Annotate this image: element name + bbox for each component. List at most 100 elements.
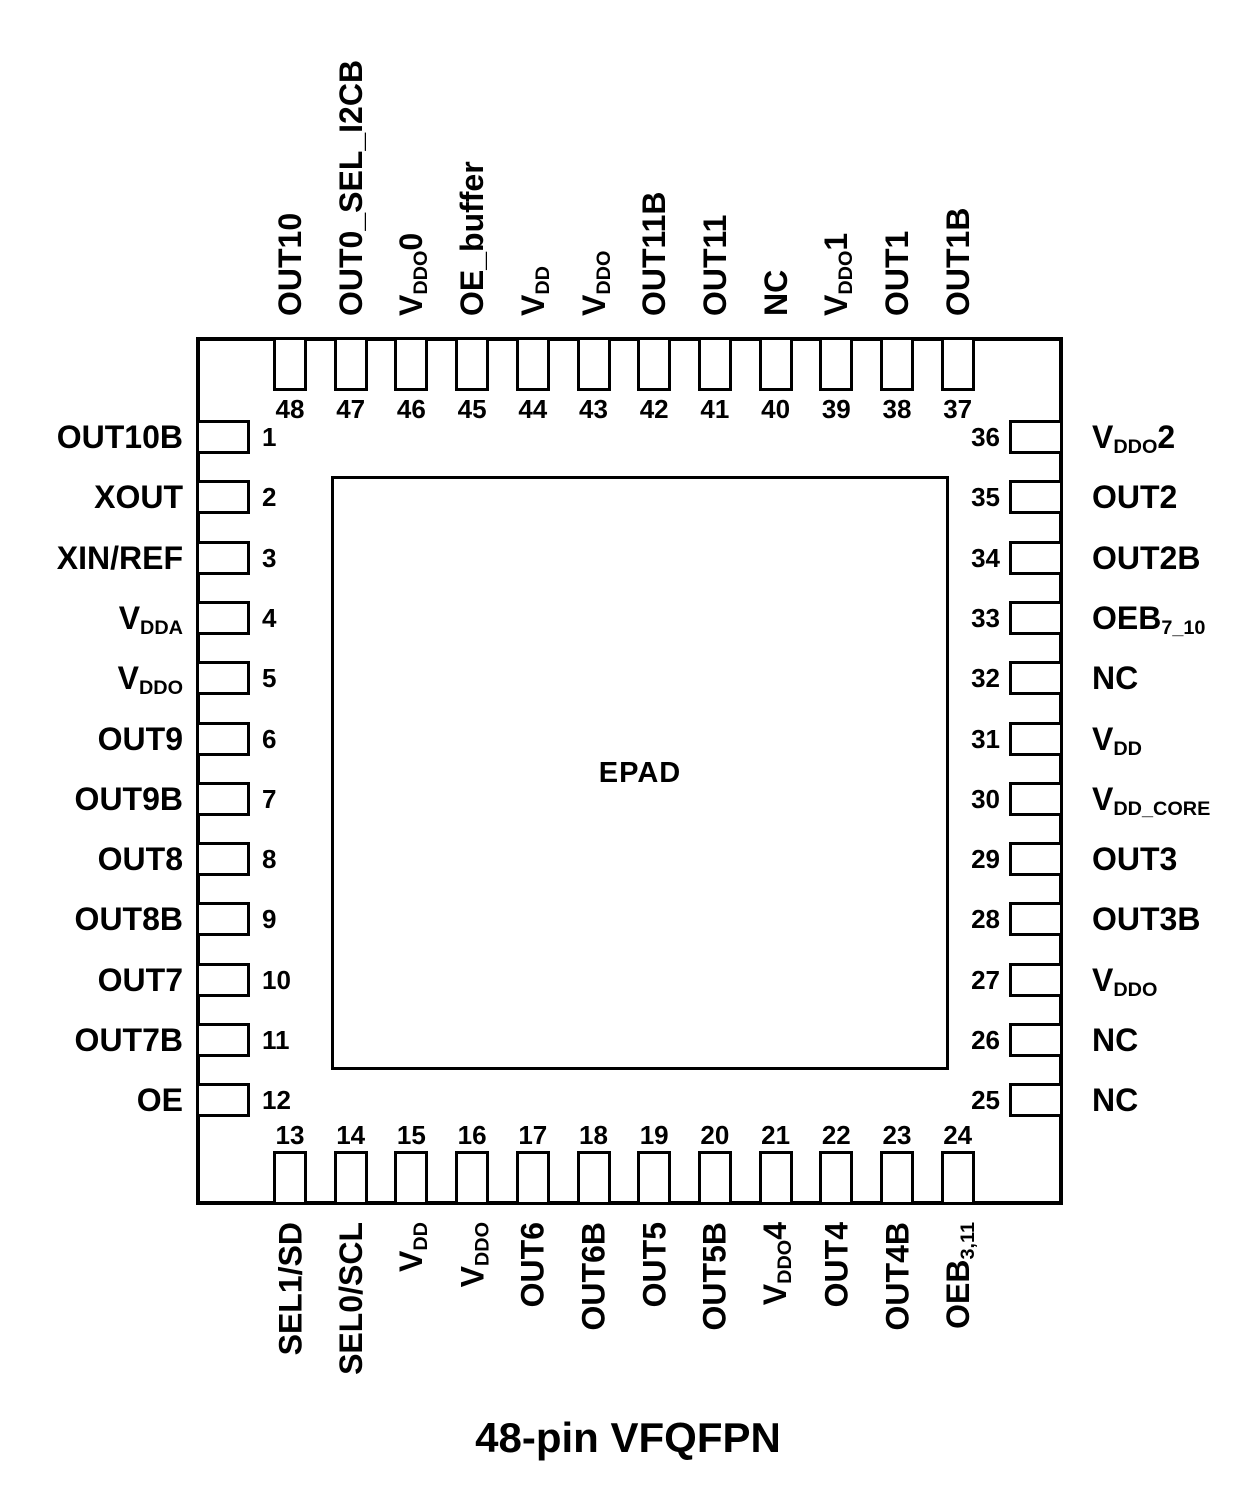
pin-pad-11 [196,1023,250,1057]
pin-label-6: OUT9 [97,720,183,757]
pin-pad-25 [1009,1083,1063,1118]
pin-number-36: 36 [971,422,1000,452]
pin-label-37: OUT1B [939,207,976,316]
pin-number-31: 31 [971,723,1000,754]
pin-pad-1 [196,420,250,454]
pin-number-27: 27 [971,964,1000,995]
pin-pad-32 [1009,661,1063,696]
pin-pad-48 [273,337,307,391]
pin-label-36: VDDO2 [1092,419,1176,458]
pin-pad-41 [697,337,732,391]
pin-label-28: OUT3B [1092,901,1201,938]
pin-label-43: VDDO [575,250,615,316]
epad: EPAD [331,476,949,1070]
pin-number-7: 7 [262,783,277,814]
pin-number-21: 21 [761,1120,791,1150]
pin-pad-46 [394,337,429,391]
pin-label-2: XOUT [94,479,183,516]
pin-number-10: 10 [262,964,291,995]
pin-label-14: SEL0/SCL [332,1222,369,1375]
pin-pad-14 [333,1151,368,1205]
pin-label-32: NC [1092,660,1139,697]
pin-pad-33 [1009,600,1063,635]
pin-number-48: 48 [275,394,305,424]
pin-number-3: 3 [262,542,277,573]
pin-label-9: OUT8B [74,901,183,938]
pin-number-43: 43 [579,394,608,424]
pin-label-25: NC [1092,1082,1139,1119]
pin-pad-28 [1009,902,1063,937]
pin-pad-21 [758,1151,793,1205]
pin-pad-30 [1009,781,1063,816]
pin-pad-39 [819,337,854,391]
pin-number-23: 23 [882,1120,912,1150]
pin-pad-3 [196,540,250,575]
pin-label-22: OUT4 [818,1222,855,1308]
pin-number-38: 38 [882,394,912,424]
pin-pad-27 [1009,962,1063,997]
pin-label-38: OUT1 [879,230,915,316]
pin-number-8: 8 [262,844,277,875]
pin-label-8: OUT8 [97,841,183,878]
pin-label-20: OUT5B [696,1222,733,1331]
pin-pad-37 [940,337,975,391]
pin-pad-9 [196,902,250,937]
pin-pad-29 [1009,842,1063,877]
pin-number-32: 32 [971,663,1000,694]
pin-number-13: 13 [275,1120,305,1150]
pin-pad-19 [637,1151,672,1205]
pin-pad-44 [515,337,550,391]
pin-label-48: OUT10 [272,212,308,316]
pin-number-39: 39 [821,394,851,424]
pin-pad-36 [1009,420,1063,454]
pin-label-12: OE [136,1082,183,1119]
pin-number-5: 5 [262,663,277,694]
pin-number-14: 14 [336,1120,366,1150]
pin-label-13: SEL1/SD [272,1222,308,1356]
pin-label-17: OUT6 [514,1222,551,1308]
pin-pad-34 [1009,540,1063,575]
pin-pad-31 [1009,721,1063,756]
pin-label-15: VDD [393,1222,433,1272]
pin-label-39: VDDO1 [818,232,858,316]
pin-number-33: 33 [971,602,1000,633]
pin-pad-38 [880,337,914,391]
pin-number-18: 18 [579,1120,608,1150]
pin-number-25: 25 [971,1085,1000,1116]
pin-number-6: 6 [262,723,277,754]
pin-number-9: 9 [262,904,277,935]
pin-number-45: 45 [457,394,487,424]
pin-label-35: OUT2 [1092,479,1178,516]
pin-pad-10 [196,962,250,997]
figure-caption: 48-pin VFQFPN [475,1414,781,1461]
pin-pad-15 [394,1151,429,1205]
pin-number-11: 11 [262,1025,290,1055]
pin-number-19: 19 [639,1120,669,1150]
pin-pad-8 [196,842,250,877]
pin-pad-16 [455,1151,490,1205]
pin-number-2: 2 [262,482,277,513]
pin-pad-22 [819,1151,854,1205]
pin-label-45: OE_buffer [454,161,491,316]
pin-number-22: 22 [821,1120,851,1150]
pin-number-42: 42 [639,394,669,424]
pin-label-18: OUT6B [575,1222,612,1331]
pin-pad-7 [196,781,250,816]
pin-pad-45 [455,337,490,391]
pin-number-4: 4 [262,602,277,633]
pin-label-29: OUT3 [1092,841,1178,878]
pin-label-23: OUT4B [879,1222,915,1331]
pin-number-46: 46 [396,394,426,424]
pin-label-1: OUT10B [56,419,183,455]
pin-pad-23 [880,1151,914,1205]
pin-label-30: VDD_CORE [1092,780,1211,820]
pin-number-37: 37 [943,394,973,424]
pin-label-24: OEB3,11 [939,1222,979,1329]
pin-number-30: 30 [971,783,1000,814]
pin-label-19: OUT5 [636,1222,673,1308]
pin-pad-6 [196,721,250,756]
pin-label-4: VDDA [118,599,183,639]
pin-label-31: VDD [1092,720,1142,760]
pin-pad-5 [196,661,250,696]
